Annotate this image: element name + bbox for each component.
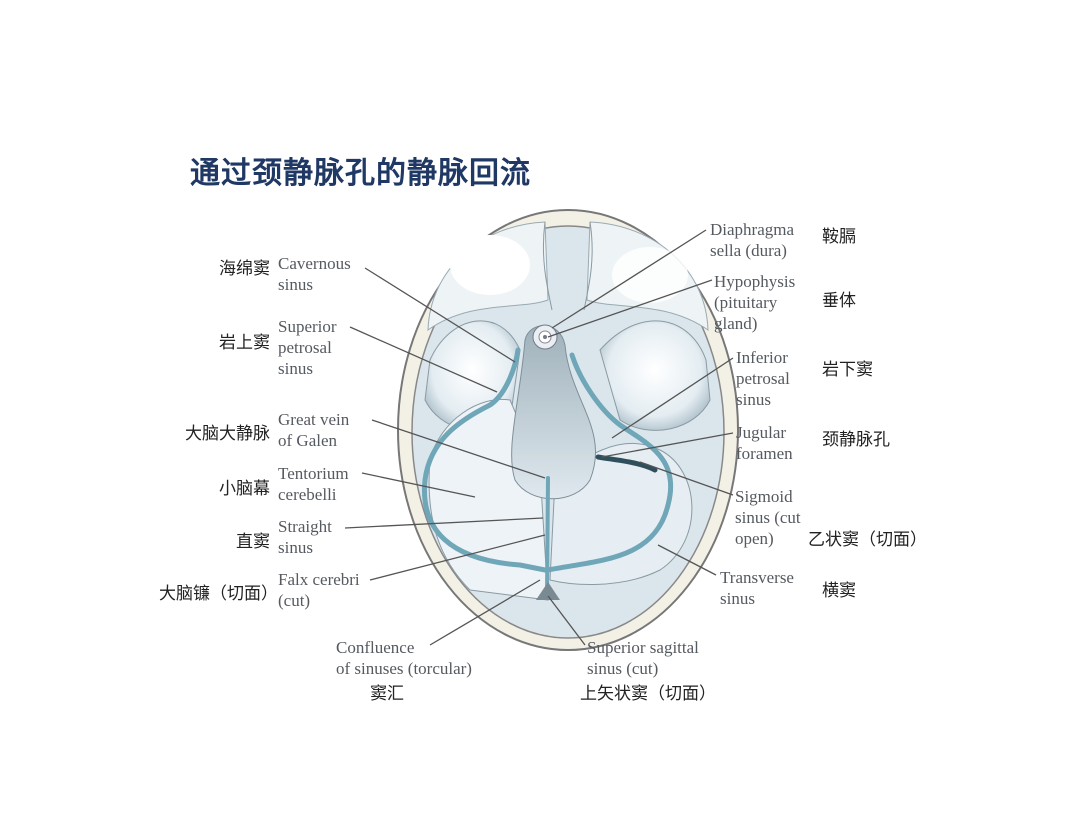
label-line: gland): [714, 314, 758, 333]
label-falx-cerebri-zh: 大脑镰（切面）: [159, 584, 278, 604]
label-line: Confluence: [336, 638, 415, 657]
label-superior-sagittal-sinus-en: Superior sagittal sinus (cut): [587, 637, 699, 679]
label-line: cerebelli: [278, 485, 337, 504]
label-straight-sinus-en: Straight sinus: [278, 516, 332, 558]
label-line: Superior sagittal: [587, 638, 699, 657]
label-line: sinus (cut): [587, 659, 659, 678]
label-line: sinus (cut: [735, 508, 801, 527]
label-line: (cut): [278, 591, 311, 610]
label-line: Superior: [278, 317, 337, 336]
label-line: Hypophysis: [714, 272, 796, 291]
label-line: (pituitary: [714, 293, 778, 312]
hypophysis: [532, 324, 558, 350]
label-line: Sigmoid: [735, 487, 793, 506]
label-superior-petrosal-sinus-zh: 岩上窦: [219, 333, 270, 353]
label-straight-sinus-zh: 直窦: [236, 532, 270, 552]
label-line: sella (dura): [710, 241, 787, 260]
confluence-of-sinuses: [536, 582, 560, 600]
page-title: 通过颈静脉孔的静脉回流: [190, 156, 531, 191]
label-tentorium-cerebelli-en: Tentorium cerebelli: [278, 463, 349, 505]
label-line: Jugular: [736, 423, 787, 442]
label-line: open): [735, 529, 774, 548]
label-cavernous-sinus-zh: 海绵窦: [219, 259, 270, 279]
label-jugular-foramen-zh: 颈静脉孔: [822, 430, 890, 450]
label-great-vein-of-galen-en: Great vein of Galen: [278, 409, 349, 451]
label-cavernous-sinus-en: Cavernous sinus: [278, 253, 351, 295]
label-line: Great vein: [278, 410, 350, 429]
label-line: sinus: [278, 359, 313, 378]
label-inferior-petrosal-sinus-zh: 岩下窦: [822, 360, 873, 380]
anterior-cranial-fossa: [427, 221, 709, 331]
label-line: sinus: [278, 275, 313, 294]
label-line: sinus: [720, 589, 755, 608]
label-tentorium-cerebelli-zh: 小脑幕: [219, 479, 270, 499]
label-transverse-sinus-en: Transverse sinus: [720, 567, 794, 609]
label-transverse-sinus-zh: 横窦: [822, 581, 856, 601]
label-line: of sinuses (torcular): [336, 659, 472, 678]
label-falx-cerebri-en: Falx cerebri (cut): [278, 569, 360, 611]
label-sigmoid-sinus-zh: 乙状窦（切面）: [808, 530, 927, 550]
label-superior-sagittal-sinus-zh: 上矢状窦（切面）: [580, 684, 716, 704]
label-line: Diaphragma: [710, 220, 795, 239]
venous-sinuses: [421, 347, 674, 597]
label-confluence-of-sinuses-zh: 窦汇: [370, 684, 404, 704]
label-line: foramen: [736, 444, 793, 463]
label-jugular-foramen-en: Jugular foramen: [736, 422, 793, 464]
label-diaphragma-sella-zh: 鞍膈: [822, 227, 856, 247]
label-line: sinus: [278, 538, 313, 557]
leader-lines: [344, 229, 734, 646]
label-inferior-petrosal-sinus-en: Inferior petrosal sinus: [736, 347, 790, 410]
label-line: petrosal: [736, 369, 790, 388]
label-line: sinus: [736, 390, 771, 409]
clivus: [511, 325, 596, 500]
label-line: Tentorium: [278, 464, 349, 483]
label-line: Straight: [278, 517, 332, 536]
label-hypophysis-en: Hypophysis (pituitary gland): [714, 271, 795, 334]
label-great-vein-of-galen-zh: 大脑大静脉: [185, 424, 270, 444]
label-line: petrosal: [278, 338, 332, 357]
label-sigmoid-sinus-en: Sigmoid sinus (cut open): [735, 486, 801, 549]
label-superior-petrosal-sinus-en: Superior petrosal sinus: [278, 316, 337, 379]
label-line: Cavernous: [278, 254, 351, 273]
label-line: Falx cerebri: [278, 570, 360, 589]
label-line: Transverse: [720, 568, 794, 587]
label-confluence-of-sinuses-en: Confluence of sinuses (torcular): [336, 637, 472, 679]
label-line: of Galen: [278, 431, 338, 450]
label-diaphragma-sella-en: Diaphragma sella (dura): [710, 219, 794, 261]
label-line: Inferior: [736, 348, 788, 367]
label-hypophysis-zh: 垂体: [822, 291, 856, 311]
